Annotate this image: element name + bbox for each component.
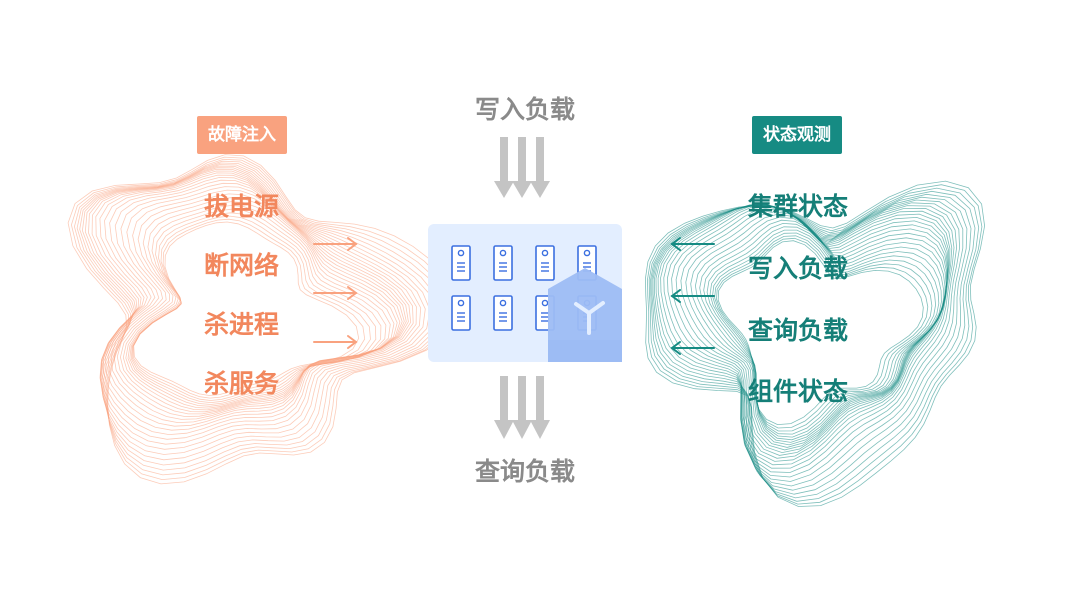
server-rack-icon <box>451 295 471 331</box>
output-flow-arrows-icon <box>494 376 550 439</box>
server-rack-icon <box>493 245 513 281</box>
query-load-label: 查询负载 <box>474 457 575 486</box>
observe-item-write-load: 写入负载 <box>748 254 849 283</box>
state-observation-badge: 状态观测 <box>752 116 842 154</box>
arrow-left-icon <box>670 289 715 303</box>
fault-item-pull-power: 拔电源 <box>204 192 280 221</box>
hexagon-logo-icon <box>548 268 622 362</box>
arrow-right-icon <box>313 335 358 349</box>
arrow-left-icon <box>670 237 715 251</box>
observe-item-component-state: 组件状态 <box>748 377 849 406</box>
arrow-right-icon <box>313 237 358 251</box>
server-rack-icon <box>493 295 513 331</box>
cluster-panel <box>428 224 622 362</box>
arrow-left-icon <box>670 341 715 355</box>
fault-injection-badge: 故障注入 <box>197 116 287 154</box>
fault-item-break-network: 断网络 <box>204 251 280 280</box>
fault-item-kill-service: 杀服务 <box>204 369 280 398</box>
observe-contour-decoration <box>644 180 986 507</box>
fault-item-kill-process: 杀进程 <box>204 310 280 339</box>
observe-item-cluster-state: 集群状态 <box>748 192 849 221</box>
fault-contour-decoration <box>67 154 457 485</box>
arrow-right-icon <box>313 286 358 300</box>
server-rack-icon <box>451 245 471 281</box>
server-rack-icon <box>535 245 555 281</box>
observe-item-query-load: 查询负载 <box>748 316 849 345</box>
input-flow-arrows-icon <box>494 137 550 198</box>
write-load-label: 写入负载 <box>474 95 575 124</box>
